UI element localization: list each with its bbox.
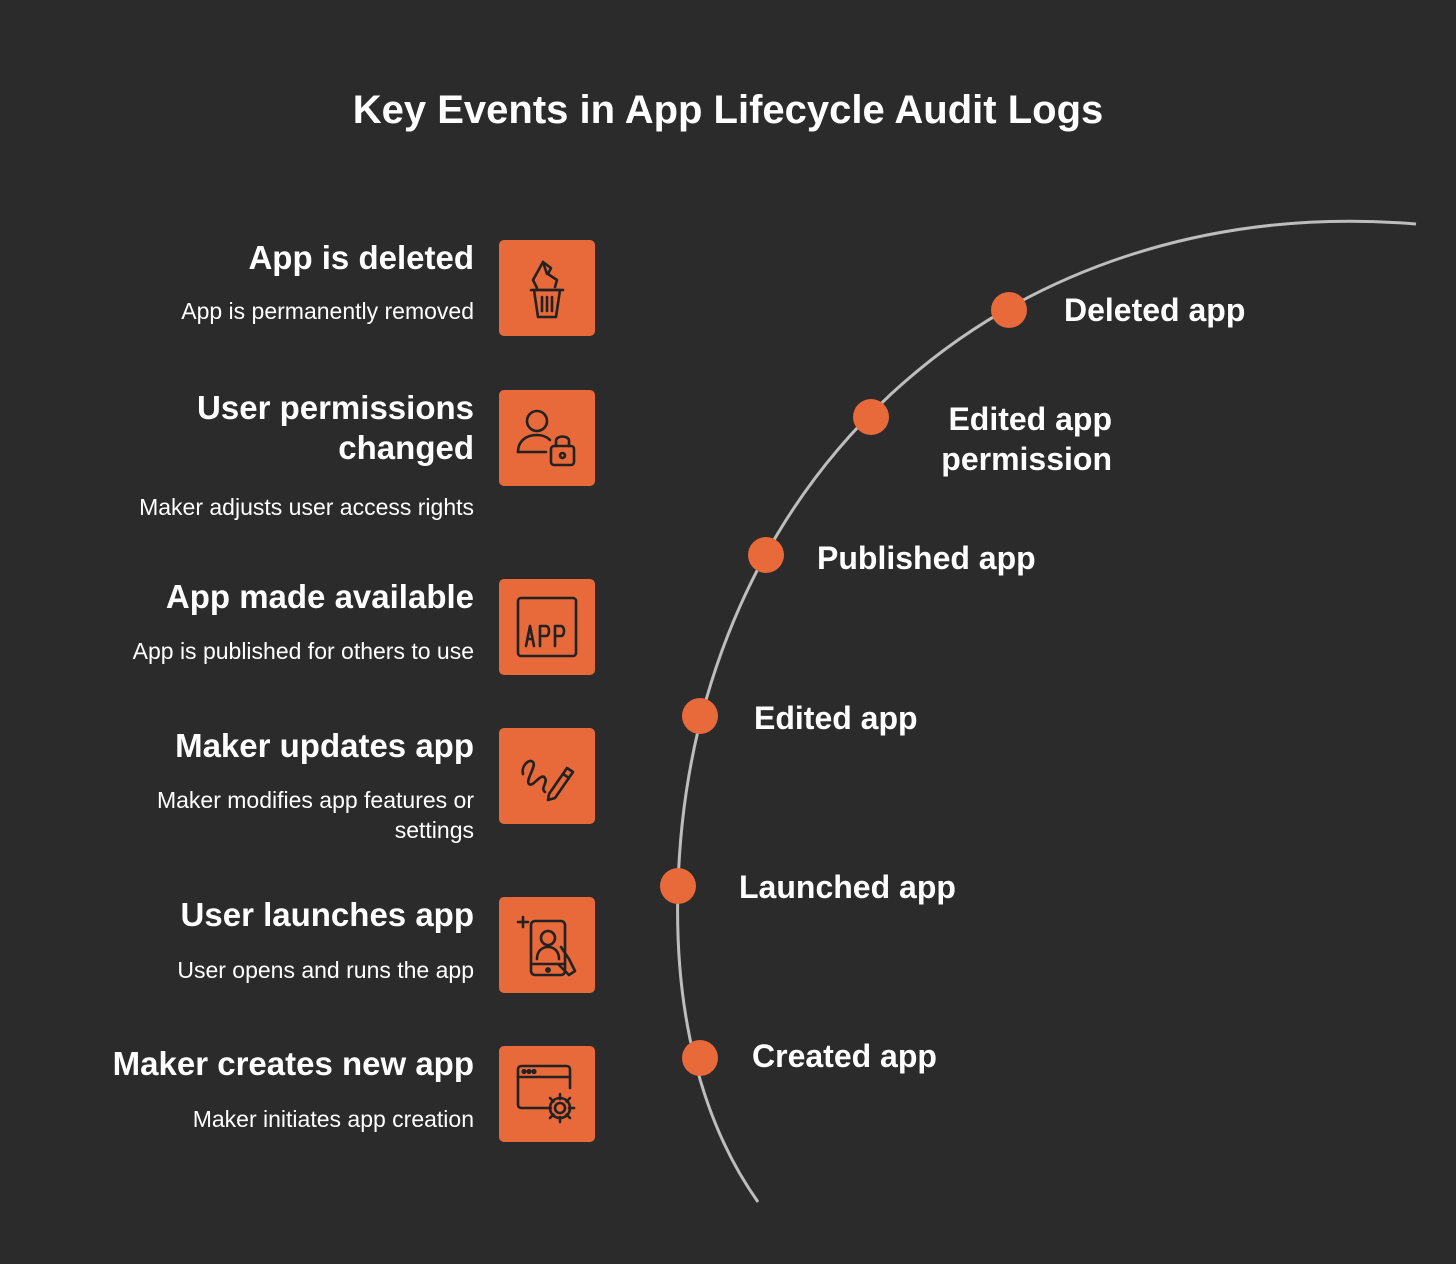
event-app-deleted: App is deleted App is permanently remove…: [181, 238, 474, 326]
event-description: Maker modifies app features or settings: [156, 787, 474, 843]
event-title: App made available: [165, 578, 474, 615]
milestone-dot-permission: [853, 399, 889, 435]
event-description: App is permanently removed: [181, 298, 474, 324]
event-title: User launches app: [180, 896, 474, 933]
event-user-launches-app: User launches app User opens and runs th…: [177, 895, 474, 985]
milestone-label-published: Published app: [817, 540, 1036, 576]
event-description: App is published for others to use: [132, 638, 474, 664]
milestone-label-deleted: Deleted app: [1064, 292, 1246, 328]
event-title: App is deleted: [248, 239, 474, 276]
window-gear-icon: [499, 1046, 595, 1142]
event-description: Maker adjusts user access rights: [139, 494, 474, 520]
milestone-label-permission: Edited app permission: [941, 401, 1112, 477]
pencil-scribble-icon: [499, 728, 595, 824]
trash-icon: [499, 240, 595, 336]
milestone-dot-published: [748, 537, 784, 573]
event-description: User opens and runs the app: [177, 957, 474, 983]
user-lock-icon: [499, 390, 595, 486]
phone-touch-icon: [499, 897, 595, 993]
milestone-dot-created: [682, 1040, 718, 1076]
milestone-label-created: Created app: [752, 1038, 937, 1074]
milestone-dot-deleted: [991, 292, 1027, 328]
event-permissions-changed: User permissions changed Maker adjusts u…: [94, 388, 474, 522]
event-app-made-available: App made available App is published for …: [133, 577, 474, 666]
event-title: User permissions changed: [197, 389, 474, 466]
event-description: Maker initiates app creation: [192, 1106, 474, 1132]
milestone-label-launched: Launched app: [739, 869, 956, 905]
event-maker-updates-app: Maker updates app Maker modifies app fea…: [114, 726, 474, 845]
milestone-label-edited: Edited app: [754, 700, 918, 736]
milestone-dot-launched: [660, 868, 696, 904]
page-title: Key Events in App Lifecycle Audit Logs: [352, 88, 1104, 132]
app-badge-icon: [499, 579, 595, 675]
event-title: Maker updates app: [175, 727, 474, 764]
milestone-dot-edited: [682, 698, 718, 734]
event-title: Maker creates new app: [112, 1045, 474, 1082]
event-maker-creates-app: Maker creates new app Maker initiates ap…: [113, 1044, 474, 1134]
